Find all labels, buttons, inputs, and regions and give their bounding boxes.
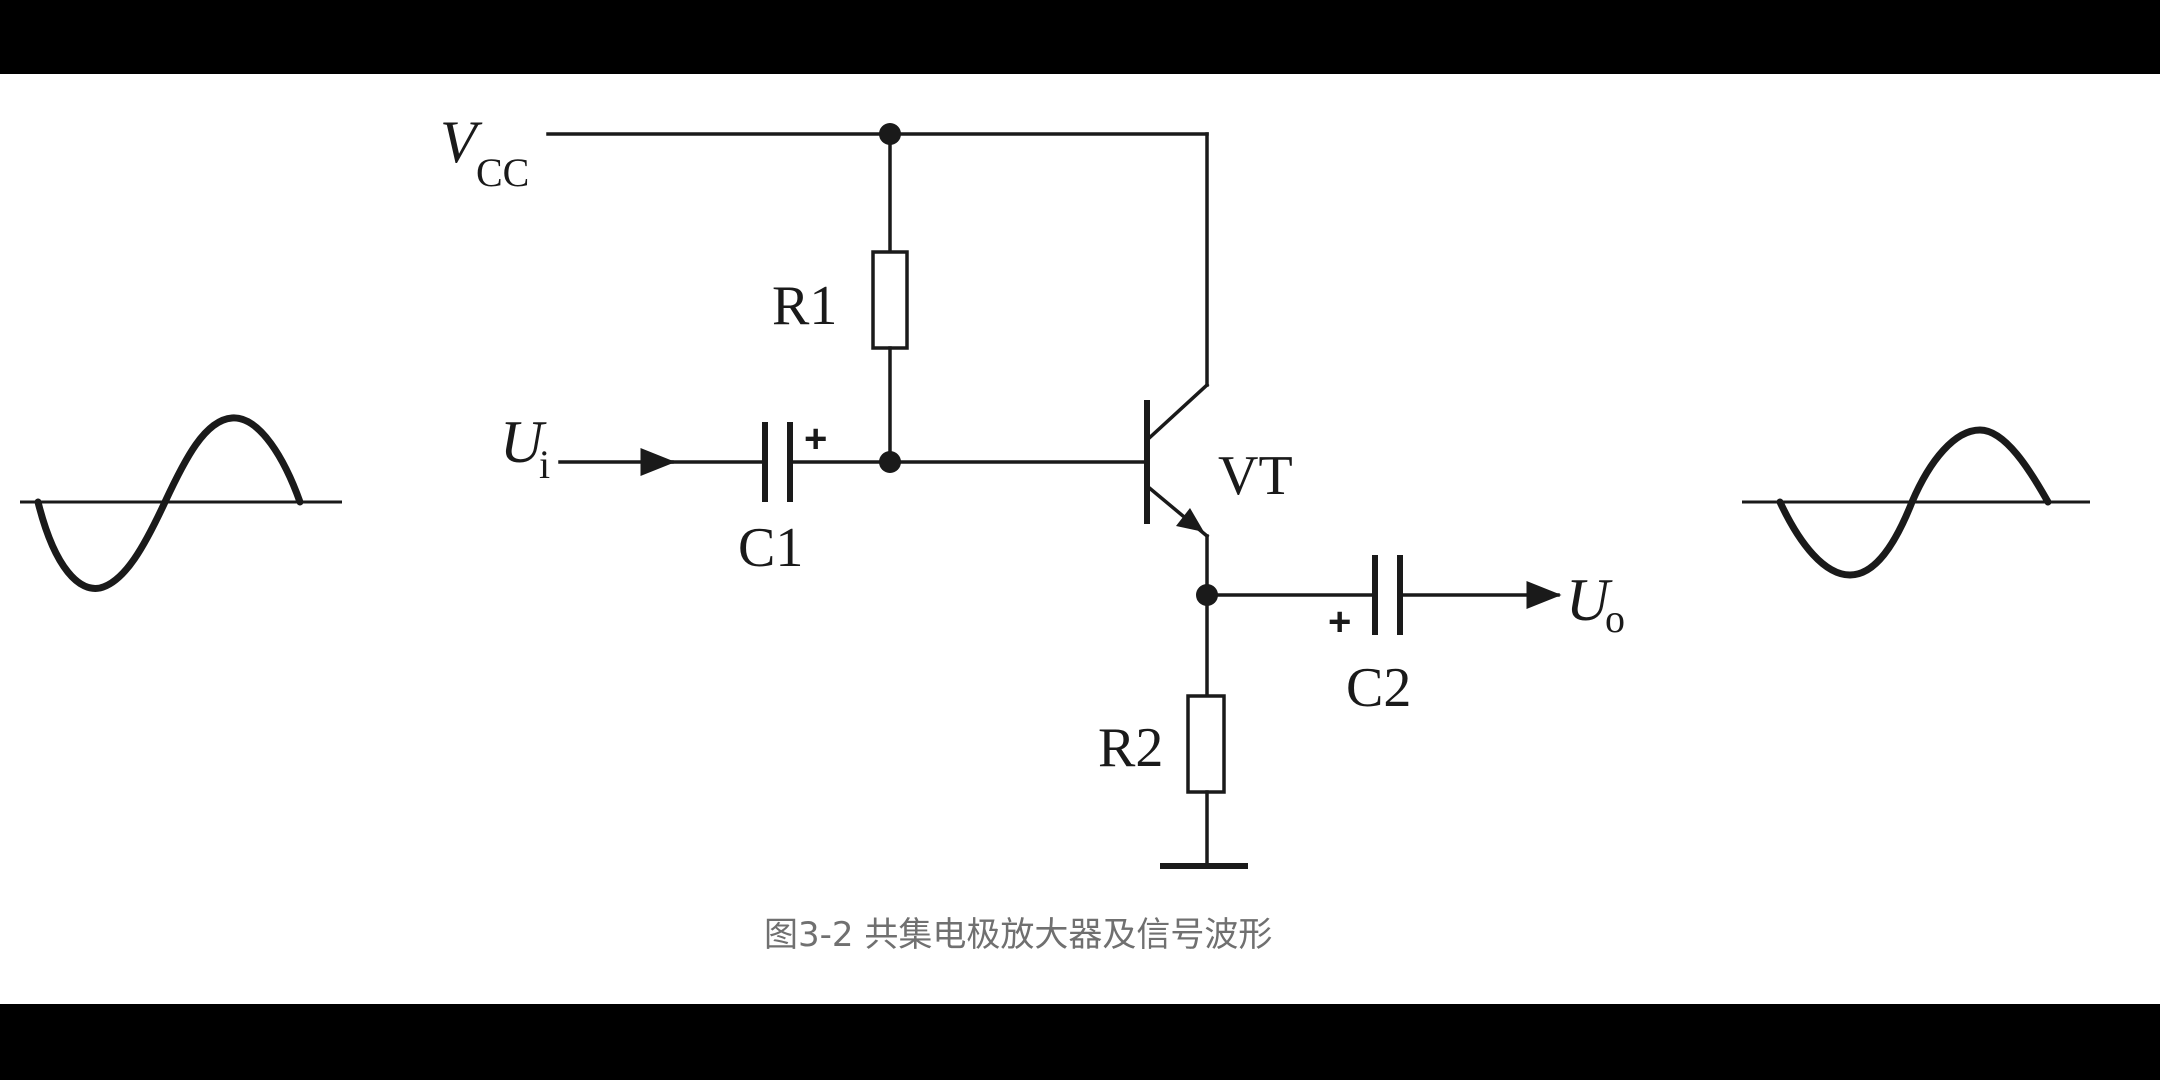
ui-label: U <box>500 409 547 475</box>
output-sine-wave <box>1776 426 2052 579</box>
transistor-collector <box>1144 382 1210 443</box>
output-network: + U o C2 R2 <box>1098 534 1625 869</box>
c1-label: C1 <box>738 517 803 579</box>
r2-resistor <box>1186 694 1226 794</box>
emitter-arrow-icon <box>1176 508 1204 532</box>
letterbox-bottom <box>0 1004 2160 1080</box>
ui-label-sub: i <box>539 442 550 487</box>
transistor-vt: VT <box>1144 132 1293 539</box>
uo-label-sub: o <box>1605 596 1625 641</box>
vcc-label-sub: CC <box>476 150 529 195</box>
figure-caption: 图3-2 共集电极放大器及信号波形 <box>764 915 1272 955</box>
input-sine-wave <box>34 414 304 592</box>
input-waveform <box>20 414 342 592</box>
letterbox-top <box>0 0 2160 74</box>
r2-label: R2 <box>1098 717 1163 779</box>
c2-plus-sign: + <box>1328 600 1351 644</box>
vcc-label: V <box>440 109 483 175</box>
r1-label: R1 <box>772 275 837 337</box>
output-waveform <box>1742 426 2090 579</box>
r1-resistor <box>871 250 909 350</box>
base-junction-dot <box>879 451 901 473</box>
r1-branch: R1 <box>772 132 909 464</box>
uo-label: U <box>1566 567 1613 633</box>
c1-plus-sign: + <box>804 417 827 461</box>
input-network: U i + C1 <box>500 409 1146 579</box>
vcc-rail: V CC <box>440 109 1209 195</box>
c2-label: C2 <box>1346 657 1411 719</box>
vt-label: VT <box>1218 445 1293 507</box>
